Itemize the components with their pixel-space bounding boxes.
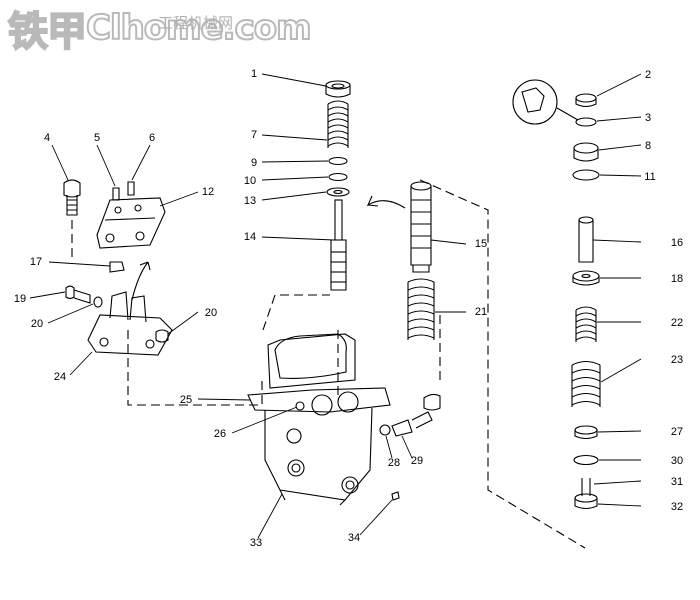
callout-7: 7 [251,129,257,141]
assembly-arrow [131,261,151,301]
callout-21: 21 [475,306,487,318]
callout-10: 10 [244,175,256,187]
part-3-ring [575,117,597,127]
callout-16: 16 [671,237,683,249]
watermark-latin: Clhome.com [85,7,313,49]
callout-leaders [29,73,642,539]
callout-8: 8 [645,140,651,152]
insertion-arrow [366,195,406,209]
part-13-washer [326,187,350,197]
callout-22: 22 [671,317,683,329]
callout-18: 18 [671,273,683,285]
part-27-seat [574,425,598,440]
part-8-seal-holder [573,142,599,162]
callout-27: 27 [671,426,683,438]
part-12-cover [96,197,166,249]
callout-1: 1 [251,68,257,80]
part-4-bolt [63,179,81,216]
part-23-spring [571,360,601,407]
part-29-plug [391,393,441,437]
callout-26: 26 [214,428,226,440]
part-14-plunger [330,199,347,291]
callout-33: 33 [250,537,262,549]
part-6-screw [127,181,135,196]
callout-24: 24 [54,371,66,383]
part-19-pin [65,285,91,304]
callout-6: 6 [149,132,155,144]
valve-body [247,333,391,506]
callout-11: 11 [644,171,655,183]
part-22-spring [575,306,597,342]
part-11-o-ring [572,169,600,181]
callout-32: 32 [671,501,683,513]
callout-20-right: 20 [205,307,217,319]
part-21-spring [407,278,435,340]
callout-19: 19 [14,293,26,305]
callout-5: 5 [94,132,100,144]
part-17-nut [109,261,125,273]
part-2-cap [575,93,597,103]
part-24-bracket [87,291,173,356]
callout-28: 28 [388,457,400,469]
callout-14: 14 [244,231,256,243]
callout-30: 30 [671,455,683,467]
watermark-main: 铁甲 [7,8,88,56]
assembly-guide-lines [71,179,586,549]
part-5-screw [112,187,120,201]
part-9-ring [328,156,348,166]
part-7-spring [327,100,349,148]
part-10-ring [328,172,348,182]
callout-25: 25 [180,394,192,406]
callout-15: 15 [475,238,487,250]
part-16-pin [578,216,594,263]
part-31-32-base [574,478,598,510]
callout-3: 3 [645,112,651,124]
part-15-spool [410,181,432,273]
callout-20-left: 20 [31,318,43,330]
callout-31: 31 [671,476,683,488]
callout-13: 13 [244,195,256,207]
callout-23: 23 [671,354,683,366]
callout-9: 9 [251,157,257,169]
callout-2: 2 [645,69,651,81]
part-30-ring [573,454,599,466]
part-34-screw [391,491,400,501]
part-18-retainer [572,270,600,286]
part-20-washer-right [155,329,169,343]
callout-4: 4 [44,132,50,144]
detail-circle [512,79,579,125]
callout-12: 12 [202,186,214,198]
callout-34: 34 [348,532,360,544]
part-20-washer-left [93,296,103,308]
watermark-subtitle: 工程机械网 [158,14,234,32]
watermark: 铁甲 Clhome.com 工程机械网 [7,2,313,56]
callout-29: 29 [411,455,423,467]
callout-labels: 1 2 3 4 5 6 7 8 9 10 11 12 13 14 15 16 1… [14,68,683,549]
part-1-cap [325,80,351,98]
callout-17: 17 [30,256,42,268]
part-28-ball [379,424,391,436]
